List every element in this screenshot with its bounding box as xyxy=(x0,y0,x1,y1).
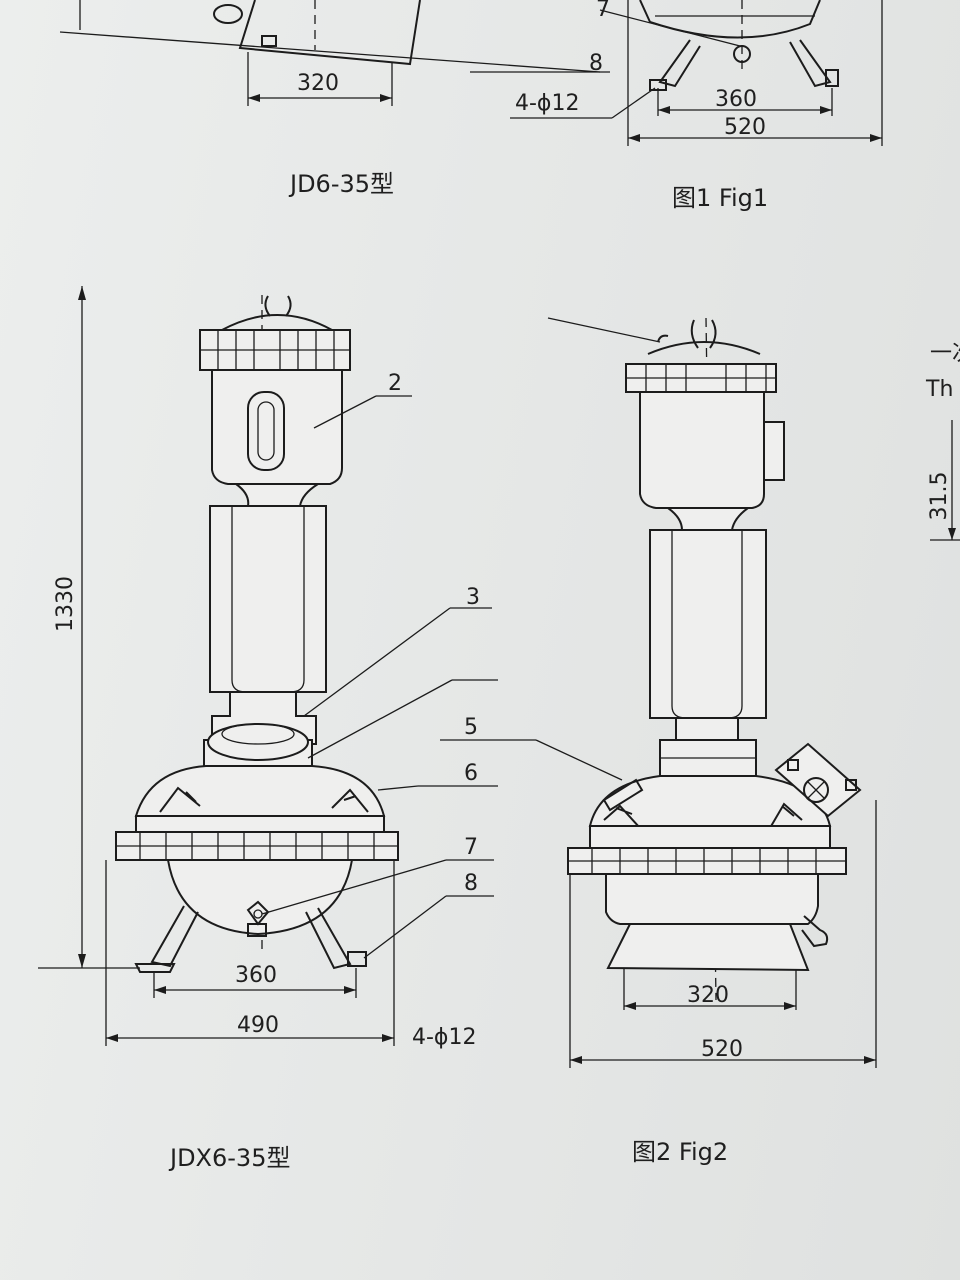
dim-360: 360 xyxy=(235,963,277,988)
base-bolt xyxy=(261,35,277,47)
jdx6-35-front-view: 1330 2 3 6 7 8 360 490 4-ϕ12 JDX6-35型 xyxy=(38,286,498,1172)
upper-tank xyxy=(639,391,765,509)
leg-left xyxy=(150,905,199,968)
dim-320: 320 xyxy=(687,983,729,1008)
label-3: 3 xyxy=(466,585,480,610)
leader-7 xyxy=(599,9,741,47)
dim-320: 320 xyxy=(297,71,339,96)
label-7: 7 xyxy=(464,835,478,860)
caption-jdx6-35: JDX6-35型 xyxy=(168,1144,290,1172)
terminal-box xyxy=(763,421,785,481)
breather xyxy=(657,334,669,343)
caption-fig2: 图2 Fig2 xyxy=(632,1138,728,1166)
hole-note: 4-ϕ12 xyxy=(412,1025,476,1050)
lower-bowl xyxy=(166,859,354,936)
drain-valve-stem xyxy=(247,923,267,937)
dim-1330: 1330 xyxy=(53,576,78,632)
oil-gauge xyxy=(602,778,644,812)
fig2-side-view: 5 320 xyxy=(440,317,877,1166)
flange-bolts xyxy=(626,364,776,392)
lid-dome-top xyxy=(221,723,295,745)
lifting-lug-left xyxy=(603,804,641,829)
leader-7 xyxy=(261,859,447,915)
lifting-lug-left xyxy=(159,786,201,813)
label-6: 6 xyxy=(464,761,478,786)
dim-520: 520 xyxy=(701,1037,743,1062)
label-8: 8 xyxy=(589,51,603,76)
leader-3 xyxy=(303,607,451,717)
tank-bottom xyxy=(639,0,821,39)
leader-1 xyxy=(547,317,661,343)
side-valve xyxy=(774,742,862,818)
base-cone xyxy=(606,923,810,972)
edge-english-text: Th xyxy=(925,377,953,402)
small-knob xyxy=(213,4,243,24)
top-hook xyxy=(264,295,292,317)
dim-520: 520 xyxy=(724,115,766,140)
upper-neck xyxy=(232,483,322,507)
jd6-35-partial-view: 320 8 JD6-35型 xyxy=(59,0,610,198)
oil-window xyxy=(247,391,285,471)
ground-line xyxy=(59,31,601,73)
leader-8 xyxy=(363,895,447,959)
top-cap xyxy=(647,341,761,355)
top-hook xyxy=(690,319,717,349)
valve-wheel xyxy=(803,777,829,803)
neck-ring xyxy=(675,717,739,741)
fig1-partial-view: 7 4-ϕ12 360 520 图1 Fig1 xyxy=(510,0,883,212)
hole-leader xyxy=(611,87,656,119)
foot-left xyxy=(134,963,176,973)
drain-plug xyxy=(801,915,829,948)
main-flange-bolts xyxy=(116,832,398,860)
base-cone xyxy=(238,0,421,66)
leg-right xyxy=(789,39,832,88)
arrowhead xyxy=(948,528,956,540)
leader-6 xyxy=(377,785,419,791)
label-7: 7 xyxy=(596,0,610,22)
flange-upper-ring xyxy=(589,825,831,849)
main-flange-bolts xyxy=(568,848,846,874)
foot-right xyxy=(347,951,367,967)
leader-2 xyxy=(313,395,377,429)
right-edge-fragment: 一次 Th 31.5 xyxy=(925,341,960,541)
lifting-lug-right xyxy=(331,788,369,813)
insulator-column xyxy=(209,505,327,693)
dim-490: 490 xyxy=(237,1013,279,1038)
valve-nut xyxy=(787,759,799,771)
top-cap xyxy=(221,314,333,331)
edge-chinese-text: 一次 xyxy=(930,341,960,366)
caption-fig1: 图1 Fig1 xyxy=(672,184,768,212)
leg-left xyxy=(658,39,701,88)
lifting-lug-right xyxy=(769,802,803,829)
dim-360: 360 xyxy=(715,87,757,112)
label-5: 5 xyxy=(464,715,478,740)
upper-tank xyxy=(211,369,343,485)
valve-nut xyxy=(845,779,857,791)
leader-5 xyxy=(535,739,623,781)
flange-upper-ring xyxy=(135,815,385,833)
lid-dome xyxy=(207,723,309,761)
hole-note: 4-ϕ12 xyxy=(515,91,579,116)
valve-cross xyxy=(807,781,825,799)
foot-right xyxy=(825,69,839,87)
dim-31-5: 31.5 xyxy=(927,472,952,521)
tank-dome xyxy=(134,765,386,817)
label-2: 2 xyxy=(388,371,402,396)
leg-right xyxy=(305,907,352,970)
oil-window-inner xyxy=(257,401,275,461)
leader-4 xyxy=(307,679,453,759)
upper-neck xyxy=(664,507,752,531)
flange-bolts xyxy=(200,330,350,370)
label-8: 8 xyxy=(464,871,478,896)
insulator-column xyxy=(649,529,767,719)
lower-body xyxy=(605,873,819,925)
caption-jd6-35: JD6-35型 xyxy=(288,170,394,198)
